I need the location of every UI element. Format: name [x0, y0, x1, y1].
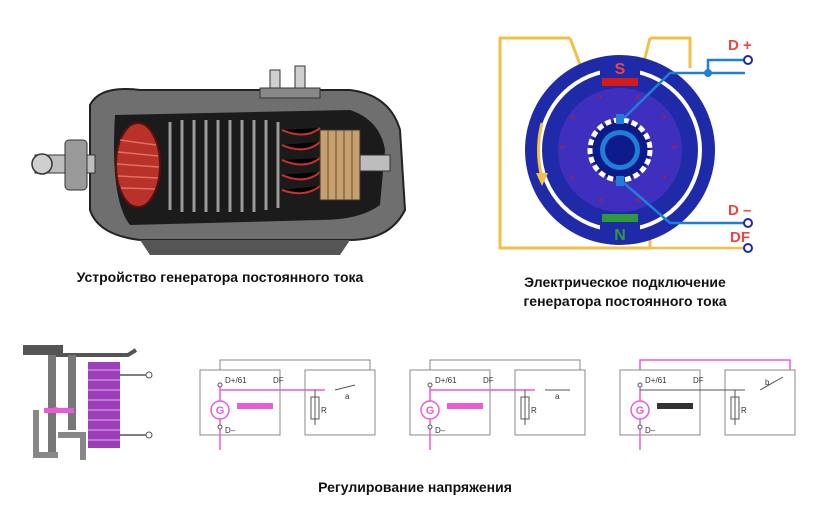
terminal-d-plus: [743, 55, 753, 65]
svg-text:×: ×: [570, 112, 575, 122]
contact-label: a: [345, 392, 350, 401]
svg-text:×: ×: [672, 142, 677, 152]
svg-text:×: ×: [662, 112, 667, 122]
d-plus-61-label: D+/61: [435, 376, 457, 385]
regulation-circuit-1: G D+/61 DF D– R a: [199, 359, 376, 450]
generator-symbol-label: G: [636, 405, 645, 417]
d-plus-label: D +: [728, 37, 752, 54]
generator-symbol-label: G: [426, 405, 435, 417]
d-minus-label: D –: [728, 202, 751, 219]
regulation-circuit-3: G D+/61 DF D– R b: [619, 359, 796, 450]
resistor-label: R: [741, 406, 747, 415]
svg-text:×: ×: [560, 142, 565, 152]
terminal-df: [743, 243, 753, 253]
resistor-label: R: [321, 406, 327, 415]
d-minus-label: D–: [435, 426, 446, 435]
d-minus-label: D–: [225, 426, 236, 435]
svg-text:×: ×: [598, 92, 603, 102]
svg-text:×: ×: [570, 172, 575, 182]
svg-text:×: ×: [635, 92, 640, 102]
df-label: DF: [693, 376, 704, 385]
electrical-connection-caption: Электрическое подключение генератора пос…: [523, 274, 727, 309]
generator-cutaway-illustration: [31, 65, 407, 255]
generator-symbol-label: G: [216, 405, 225, 417]
field-winding: [237, 403, 273, 409]
generator-device-caption: Устройство генератора постоянного тока: [76, 269, 364, 285]
svg-text:×: ×: [662, 172, 667, 182]
voltage-regulation-caption: Регулирование напряжения: [318, 479, 512, 495]
terminal-d-minus: [743, 218, 753, 228]
df-label: DF: [730, 229, 750, 246]
svg-text:×: ×: [635, 195, 640, 205]
regulation-circuit-2: G D+/61 DF D– R a: [409, 359, 586, 450]
contact-label: a: [555, 392, 560, 401]
relay-illustration: [23, 345, 153, 460]
d-minus-label: D–: [645, 426, 656, 435]
pole-s-label: S: [615, 61, 626, 78]
df-label: DF: [483, 376, 494, 385]
df-label: DF: [273, 376, 284, 385]
d-plus-61-label: D+/61: [225, 376, 247, 385]
contact-label: b: [765, 378, 770, 387]
resistor-label: R: [531, 406, 537, 415]
field-winding: [447, 403, 483, 409]
field-winding: [657, 403, 693, 409]
d-plus-61-label: D+/61: [645, 376, 667, 385]
electrical-connection-diagram: × × × × × × × × × × S N D + D – DF: [498, 36, 753, 253]
pole-n-label: N: [614, 227, 626, 244]
svg-text:×: ×: [598, 195, 603, 205]
